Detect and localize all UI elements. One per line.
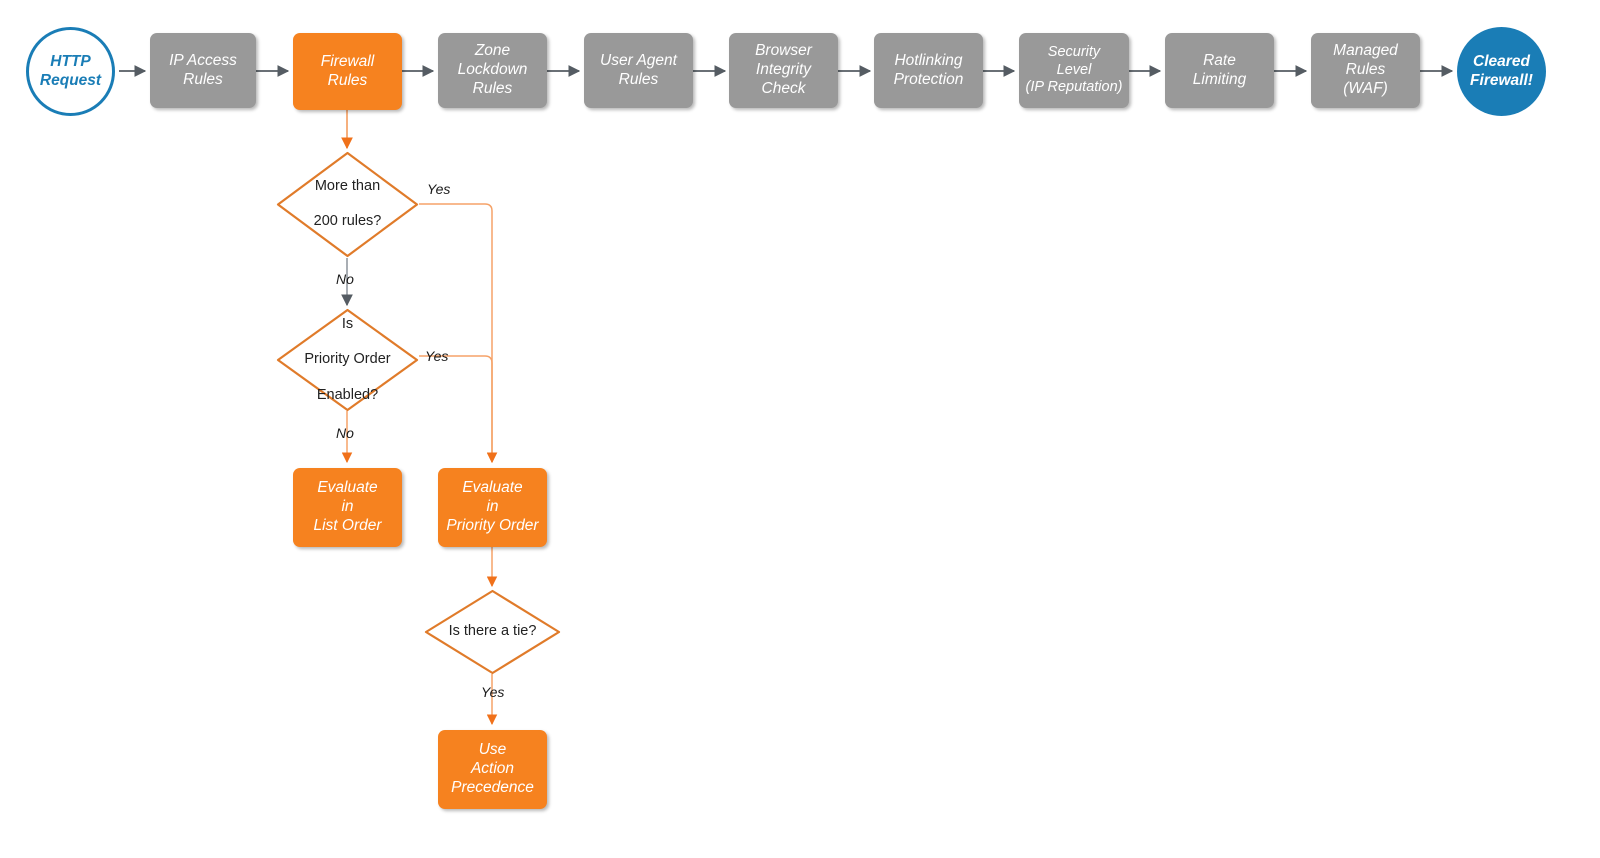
- step-label: IP Access Rules: [169, 51, 237, 88]
- step-label: Hotlinking Protection: [893, 51, 964, 88]
- decision-label: Is Priority Order Enabled?: [304, 315, 391, 403]
- diamond-shape: [424, 589, 561, 675]
- step-label: User Agent Rules: [600, 51, 677, 88]
- decision-label: Is there a tie?: [448, 623, 537, 640]
- start-node-http-request[interactable]: HTTP Request: [26, 27, 115, 116]
- edge-label-no-priority-order: No: [336, 425, 354, 441]
- outcome-evaluate-priority-order[interactable]: Evaluate in Priority Order: [438, 468, 547, 547]
- edge-label-yes-priority-order: Yes: [425, 348, 449, 364]
- decision-is-there-a-tie[interactable]: Is there a tie?: [424, 589, 561, 675]
- edge-label-yes-200-rules: Yes: [427, 181, 451, 197]
- decision-priority-order-enabled[interactable]: Is Priority Order Enabled?: [276, 308, 419, 412]
- outcome-label: Evaluate in Priority Order: [446, 479, 539, 534]
- step-hotlinking-protection[interactable]: Hotlinking Protection: [874, 33, 983, 108]
- decision-label: More than 200 rules?: [313, 177, 382, 230]
- step-browser-integrity-check[interactable]: Browser Integrity Check: [729, 33, 838, 108]
- end-node-cleared-firewall[interactable]: Cleared Firewall!: [1457, 27, 1546, 116]
- step-label: Browser Integrity Check: [755, 42, 812, 97]
- step-security-level[interactable]: Security Level (IP Reputation): [1019, 33, 1129, 108]
- end-node-label: Cleared Firewall!: [1470, 52, 1533, 89]
- step-label: Zone Lockdown Rules: [457, 42, 528, 97]
- step-firewall-rules[interactable]: Firewall Rules: [293, 33, 402, 110]
- diamond-shape: [276, 151, 419, 258]
- start-node-label: HTTP Request: [39, 52, 102, 89]
- decision-more-than-200-rules[interactable]: More than 200 rules?: [276, 151, 419, 258]
- step-label: Firewall Rules: [320, 52, 375, 89]
- step-label: Managed Rules (WAF): [1333, 42, 1398, 97]
- edge-label-no-200-rules: No: [336, 271, 354, 287]
- diamond-shape: [276, 308, 419, 412]
- step-ip-access-rules[interactable]: IP Access Rules: [150, 33, 256, 108]
- step-label: Rate Limiting: [1192, 51, 1247, 88]
- outcome-use-action-precedence[interactable]: Use Action Precedence: [438, 730, 547, 809]
- outcome-label: Evaluate in List Order: [313, 479, 382, 534]
- outcome-evaluate-list-order[interactable]: Evaluate in List Order: [293, 468, 402, 547]
- outcome-label: Use Action Precedence: [451, 741, 534, 796]
- step-rate-limiting[interactable]: Rate Limiting: [1165, 33, 1274, 108]
- edge-label-yes-tie: Yes: [481, 684, 505, 700]
- step-zone-lockdown-rules[interactable]: Zone Lockdown Rules: [438, 33, 547, 108]
- step-managed-rules-waf[interactable]: Managed Rules (WAF): [1311, 33, 1420, 108]
- step-label: Security Level (IP Reputation): [1025, 43, 1123, 96]
- step-user-agent-rules[interactable]: User Agent Rules: [584, 33, 693, 108]
